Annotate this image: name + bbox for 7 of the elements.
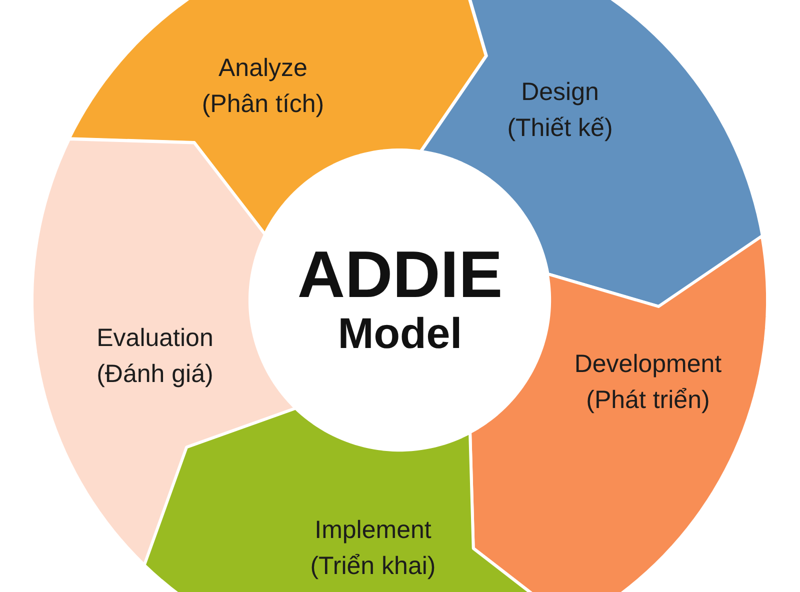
- center-label: ADDIE: [297, 240, 503, 309]
- stage-label: Design (Thiết kế): [506, 76, 614, 144]
- stage-label: Development (Phát triển): [573, 348, 723, 416]
- stage-label: Implement (Triển khai): [309, 514, 437, 582]
- stage-label: Evaluation (Đánh giá): [96, 322, 214, 390]
- stage-label: Analyze (Phân tích): [200, 52, 326, 120]
- center-label: Model: [338, 308, 462, 360]
